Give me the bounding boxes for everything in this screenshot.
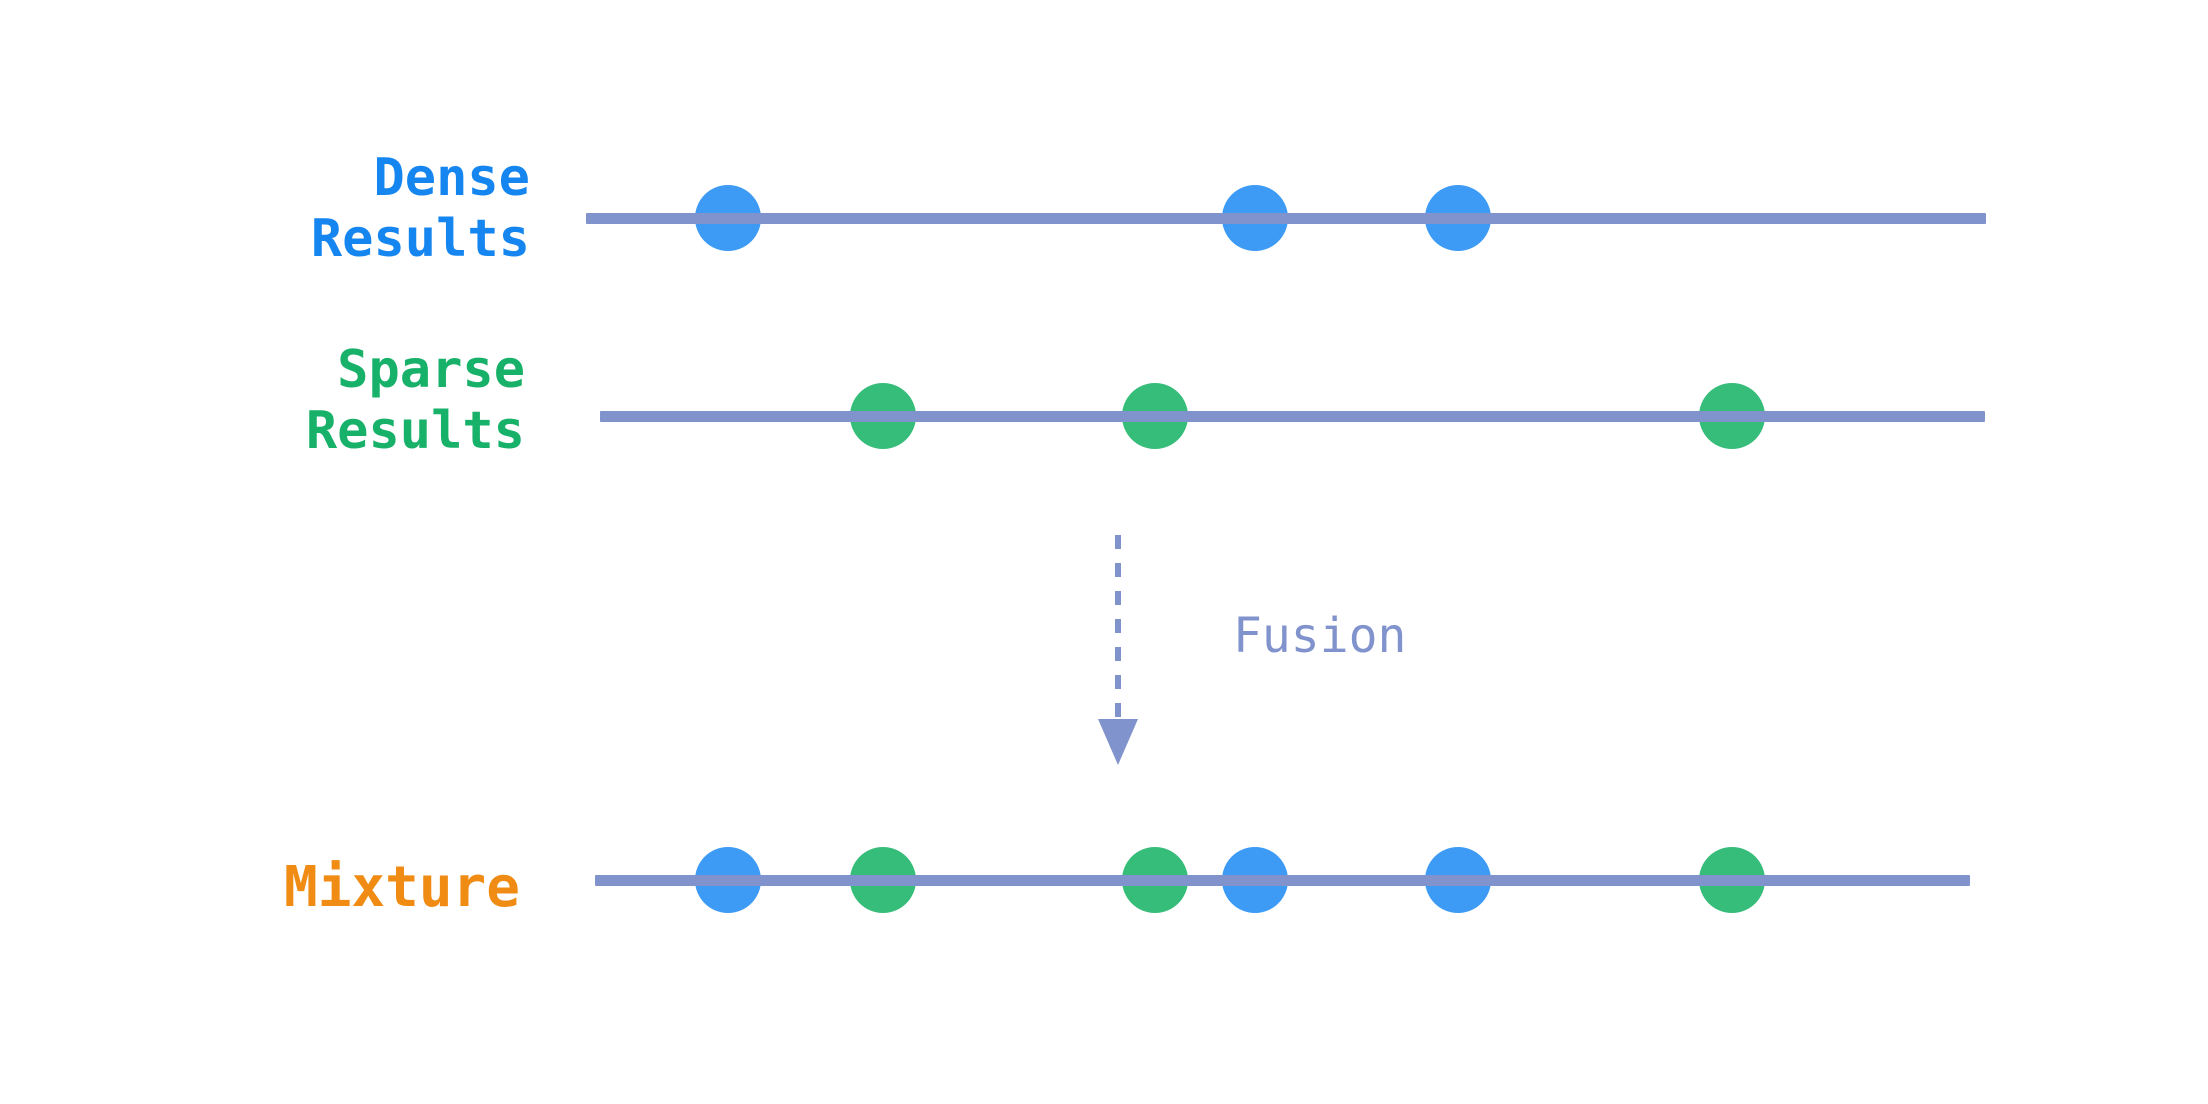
fusion-label: Fusion (1233, 608, 1407, 664)
timeline-track-mixture (595, 875, 1970, 886)
fusion-arrow (1088, 535, 1148, 765)
row-label-dense: Dense Results (310, 148, 530, 270)
row-label-sparse: Sparse Results (305, 340, 525, 462)
timeline-track-sparse (600, 411, 1985, 422)
row-label-mixture: Mixture (283, 855, 520, 920)
timeline-track-dense (586, 213, 1986, 224)
